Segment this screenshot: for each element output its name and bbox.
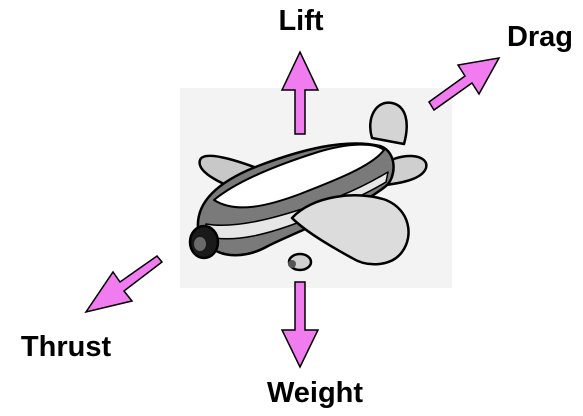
thrust-label: Thrust <box>21 331 112 363</box>
weight-arrow <box>282 282 318 367</box>
lift-label: Lift <box>278 5 323 37</box>
drag-arrow <box>429 58 499 110</box>
drag-label: Drag <box>507 21 573 53</box>
weight-label: Weight <box>267 377 363 409</box>
thrust-arrow <box>86 256 162 312</box>
